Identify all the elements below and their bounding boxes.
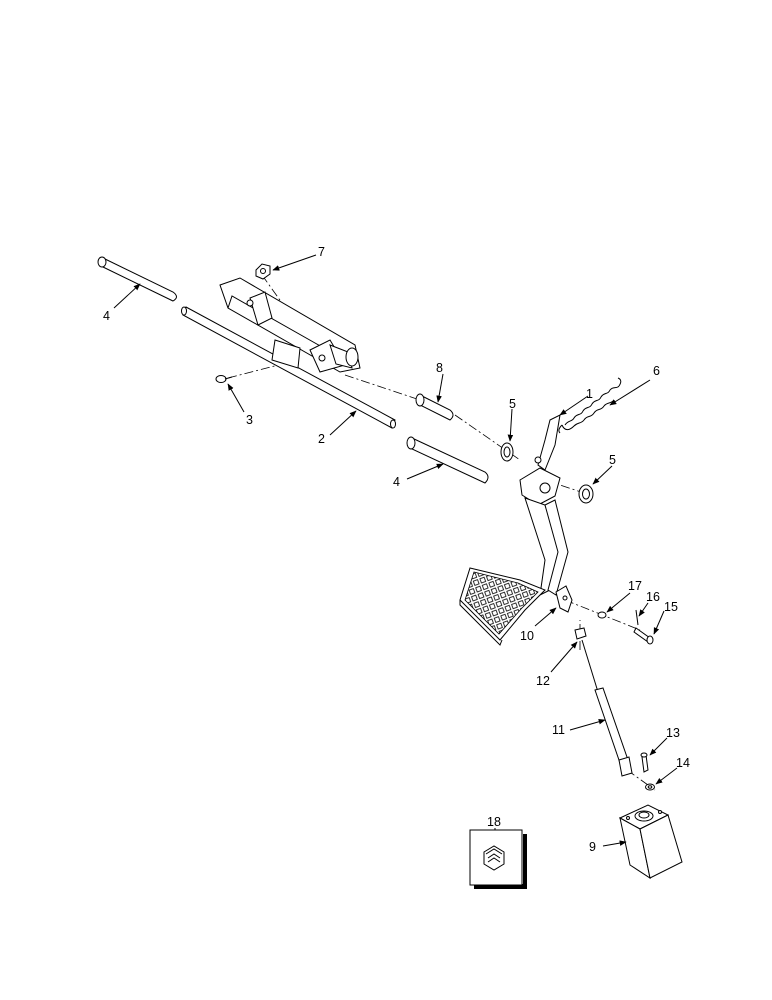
part-5-washer-left: [500, 442, 514, 462]
leader-lines: [113, 254, 678, 847]
callout-17: 17: [628, 579, 642, 593]
part-4-upper-sleeve: [97, 256, 177, 302]
callout-3: 3: [246, 413, 253, 427]
part-12-jam-nut: [574, 627, 587, 640]
callout-1: 1: [586, 387, 593, 401]
part-8-bushing: [415, 393, 454, 421]
part-18-inset-box: [469, 829, 527, 889]
callout-14: 14: [676, 756, 690, 770]
callout-16: 16: [646, 590, 660, 604]
mounting-bracket: [219, 277, 361, 373]
callout-18: 18: [487, 815, 501, 829]
part-13-bolt: [640, 752, 649, 773]
callout-4-upper: 4: [103, 309, 110, 323]
part-6-spring: [558, 377, 622, 434]
callout-7: 7: [318, 245, 325, 259]
callout-9: 9: [589, 840, 596, 854]
part-11-push-rod: [581, 639, 633, 777]
callout-5-right: 5: [609, 453, 616, 467]
part-14-washer: [645, 783, 655, 791]
part-9-master-cylinder: [618, 804, 683, 880]
part-3-bolt: [215, 375, 233, 383]
part-2-shaft: [181, 306, 396, 429]
callout-15: 15: [664, 600, 678, 614]
callout-8: 8: [436, 361, 443, 375]
part-10-clevis: [555, 585, 573, 613]
part-15-clevis-pin: [633, 627, 654, 645]
callout-12: 12: [536, 674, 550, 688]
part-5-washer-right: [578, 484, 594, 504]
callout-2: 2: [318, 432, 325, 446]
part-1-pedal-assembly: [459, 414, 569, 646]
callout-labels: 7 4 3 8 2 4 5 1 6 5 17 16 15 10 12 11 13…: [103, 245, 690, 854]
part-4-lower-sleeve: [406, 436, 489, 484]
callout-10: 10: [520, 629, 534, 643]
callout-6: 6: [653, 364, 660, 378]
callout-5-left: 5: [509, 397, 516, 411]
part-16-cotter-pin: [635, 609, 639, 626]
callout-13: 13: [666, 726, 680, 740]
callout-4-lower: 4: [393, 475, 400, 489]
part-7-nut: [255, 263, 271, 280]
part-17-small-washer: [597, 611, 607, 619]
callout-11: 11: [552, 723, 565, 737]
